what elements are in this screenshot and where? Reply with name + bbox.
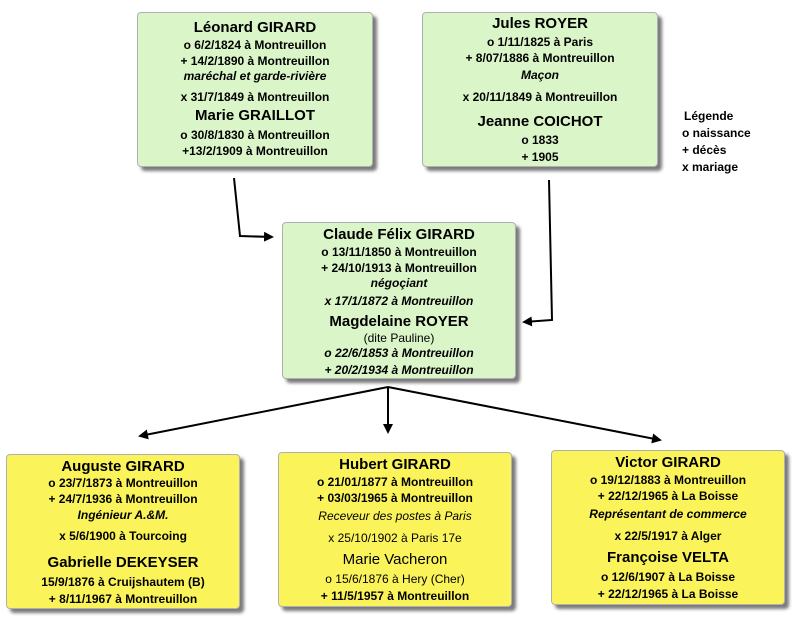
arrow-right-grandparents-to-parents [522,179,554,327]
husband-death: + 03/03/1965 à Montreuillon [317,491,473,505]
legend-marriage: x mariage [682,160,739,174]
wife-name: Magdelaine ROYER [329,313,469,330]
husband-death: + 24/7/1936 à Montreuillon [48,492,198,506]
marriage: x 20/11/1849 à Montreuillon [462,90,618,104]
husband-birth: o 6/2/1824 à Montreuillon [183,38,327,52]
wife-name: Gabrielle DEKEYSER [47,554,199,571]
husband-occupation: négoçiant [370,276,428,290]
wife-name: Françoise VELTA [607,549,729,566]
husband-death: + 8/07/1886 à Montreuillon [465,51,615,65]
wife-birth: o 30/8/1830 à Montreuillon [180,128,330,142]
husband-death: + 14/2/1890 à Montreuillon [180,54,330,68]
child-3-box: Victor GIRARD o 19/12/1883 à Montreuillo… [551,450,785,605]
wife-birth: o 12/6/1907 à La Boisse [600,570,736,584]
legend-birth: o naissance [682,126,751,140]
wife-name: Jeanne COICHOT [477,113,603,130]
wife-birth: o 1833 [521,133,559,147]
child-1-box: Auguste GIRARD o 23/7/1873 à Montreuillo… [6,454,240,609]
child-2-box: Hubert GIRARD o 21/01/1877 à Montreuillo… [278,452,512,607]
husband-occupation: maréchal et garde-rivière [183,69,327,83]
wife-death: + 8/11/1967 à Montreuillon [48,592,198,606]
wife-birth: o 15/6/1876 à Hery (Cher) [325,572,465,586]
husband-birth: o 21/01/1877 à Montreuillon [316,475,474,489]
husband-occupation: Ingénieur A.&M. [77,508,169,522]
husband-name: Claude Félix GIRARD [323,226,475,243]
marriage: x 22/5/1917 à Alger [614,529,722,543]
husband-name: Victor GIRARD [615,454,721,471]
husband-birth: o 19/12/1883 à Montreuillon [589,473,747,487]
wife-death: + 22/12/1965 à La Boisse [597,587,739,601]
legend: Légende o naissance + décès x mariage [682,108,751,176]
husband-name: Léonard GIRARD [193,19,317,36]
wife-alias: (dite Pauline) [363,331,435,345]
wife-name: Marie GRAILLOT [194,107,315,124]
husband-birth: o 13/11/1850 à Montreuillon [321,245,477,259]
arrow-parents-to-child-1 [138,386,389,440]
arrow-left-grandparents-to-parents [233,177,274,242]
grandparents-left-box: Léonard GIRARD o 6/2/1824 à Montreuillon… [137,12,373,167]
husband-name: Auguste GIRARD [61,458,185,475]
husband-birth: o 1/11/1825 à Paris [486,35,594,49]
marriage: x 17/1/1872 à Montreuillon [324,294,474,308]
grandparents-right-box: Jules ROYER o 1/11/1825 à Paris + 8/07/1… [422,12,658,167]
husband-death: + 24/10/1913 à Montreuillon [321,261,477,275]
wife-name: Marie Vacheron [342,551,448,568]
wife-death: + 20/2/1934 à Montreuillon [324,363,474,377]
legend-death: + décès [682,143,727,157]
parents-box: Claude Félix GIRARD o 13/11/1850 à Montr… [282,222,516,379]
wife-death: + 1905 [521,150,559,164]
wife-death: +13/2/1909 à Montreuillon [182,144,328,158]
wife-birth: o 22/6/1853 à Montreuillon [324,346,474,360]
husband-birth: o 23/7/1873 à Montreuillon [48,476,198,490]
husband-occupation: Maçon [520,68,559,82]
legend-title: Légende [684,109,734,123]
marriage: x 25/10/1902 à Paris 17e [328,531,462,545]
arrow-parents-to-child-3 [387,386,662,444]
husband-death: + 22/12/1965 à La Boisse [597,489,739,503]
husband-occupation: Représentant de commerce [589,507,747,521]
husband-name: Hubert GIRARD [339,456,451,473]
husband-name: Jules ROYER [492,15,588,32]
marriage: x 5/6/1900 à Tourcoing [59,529,187,543]
wife-birth: 15/9/1876 à Cruijshautem (B) [41,575,205,589]
marriage: x 31/7/1849 à Montreuillon [180,90,330,104]
husband-occupation: Receveur des postes à Paris [318,509,472,523]
wife-death: + 11/5/1957 à Montreuillon [320,589,470,603]
